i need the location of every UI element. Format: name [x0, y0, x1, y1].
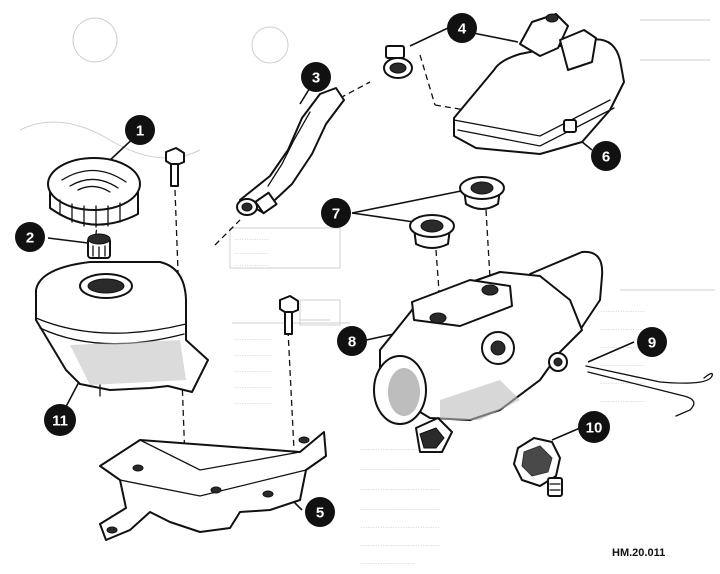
- svg-text:4: 4: [458, 21, 467, 38]
- svg-text:3: 3: [312, 70, 320, 87]
- svg-text:..............................: ................................: [360, 442, 440, 452]
- hose: [236, 87, 345, 216]
- callout-3: 3: [301, 62, 331, 92]
- fluid-reservoir: [35, 261, 209, 397]
- remote-reservoir: [453, 13, 625, 155]
- callout-7: 7: [321, 198, 351, 228]
- callout-9: 9: [637, 327, 667, 357]
- strainer: [87, 233, 111, 259]
- callout-4: 4: [447, 13, 477, 43]
- svg-text:5: 5: [316, 505, 324, 522]
- leader-lines: [47, 27, 635, 511]
- svg-text:2: 2: [26, 230, 34, 247]
- svg-text:..................: ..................: [600, 340, 645, 350]
- callout-6: 6: [591, 141, 621, 171]
- master-cylinder: [373, 250, 604, 453]
- mounting-bolts: [165, 147, 299, 335]
- svg-text:...............: ...............: [234, 380, 272, 390]
- svg-text:...............: ...............: [234, 348, 272, 358]
- svg-text:..............................: ................................: [360, 538, 440, 548]
- svg-text:..............................: ................................: [360, 482, 440, 492]
- reservoir-cap: [47, 157, 141, 228]
- callout-10: 10: [578, 411, 610, 443]
- svg-text:..............: ..............: [234, 232, 269, 242]
- svg-text:...............: ...............: [234, 396, 272, 406]
- svg-text:...............: ...............: [234, 332, 272, 342]
- svg-text:6: 6: [602, 149, 610, 166]
- svg-text:7: 7: [332, 206, 340, 223]
- callout-11: 11: [44, 404, 76, 436]
- hose-clamp: [383, 45, 413, 79]
- svg-text:..............................: ................................: [360, 502, 440, 512]
- svg-text:11: 11: [52, 413, 68, 430]
- callout-1: 1: [125, 115, 155, 145]
- callout-2: 2: [15, 222, 45, 252]
- figure-reference-code: HM.20.011: [612, 547, 666, 559]
- brake-pipe: [585, 365, 713, 417]
- svg-text:...............: ...............: [234, 364, 272, 374]
- callout-markers: 1 2 3 4 5 6 7 8 9 10 11: [15, 13, 667, 527]
- svg-text:..................: ..................: [600, 304, 645, 314]
- grommets: [409, 176, 505, 249]
- svg-text:9: 9: [648, 335, 656, 352]
- mounting-bracket: [99, 431, 327, 541]
- callout-8: 8: [337, 326, 367, 356]
- svg-text:......................: ......................: [360, 556, 415, 566]
- svg-text:1: 1: [136, 123, 144, 140]
- svg-text:..............................: ................................: [360, 520, 440, 530]
- svg-text:..............: ..............: [234, 246, 269, 256]
- svg-text:..................: ..................: [600, 394, 645, 404]
- svg-text:..............: ..............: [234, 258, 269, 268]
- svg-text:10: 10: [586, 420, 603, 437]
- background-bleed: .............. .............. ..........…: [19, 17, 715, 566]
- callout-5: 5: [305, 497, 335, 527]
- svg-text:8: 8: [348, 334, 356, 351]
- svg-text:..............................: ................................: [360, 462, 440, 472]
- svg-text:..................: ..................: [600, 358, 645, 368]
- svg-text:..................: ..................: [600, 322, 645, 332]
- pressure-switch: [513, 437, 563, 497]
